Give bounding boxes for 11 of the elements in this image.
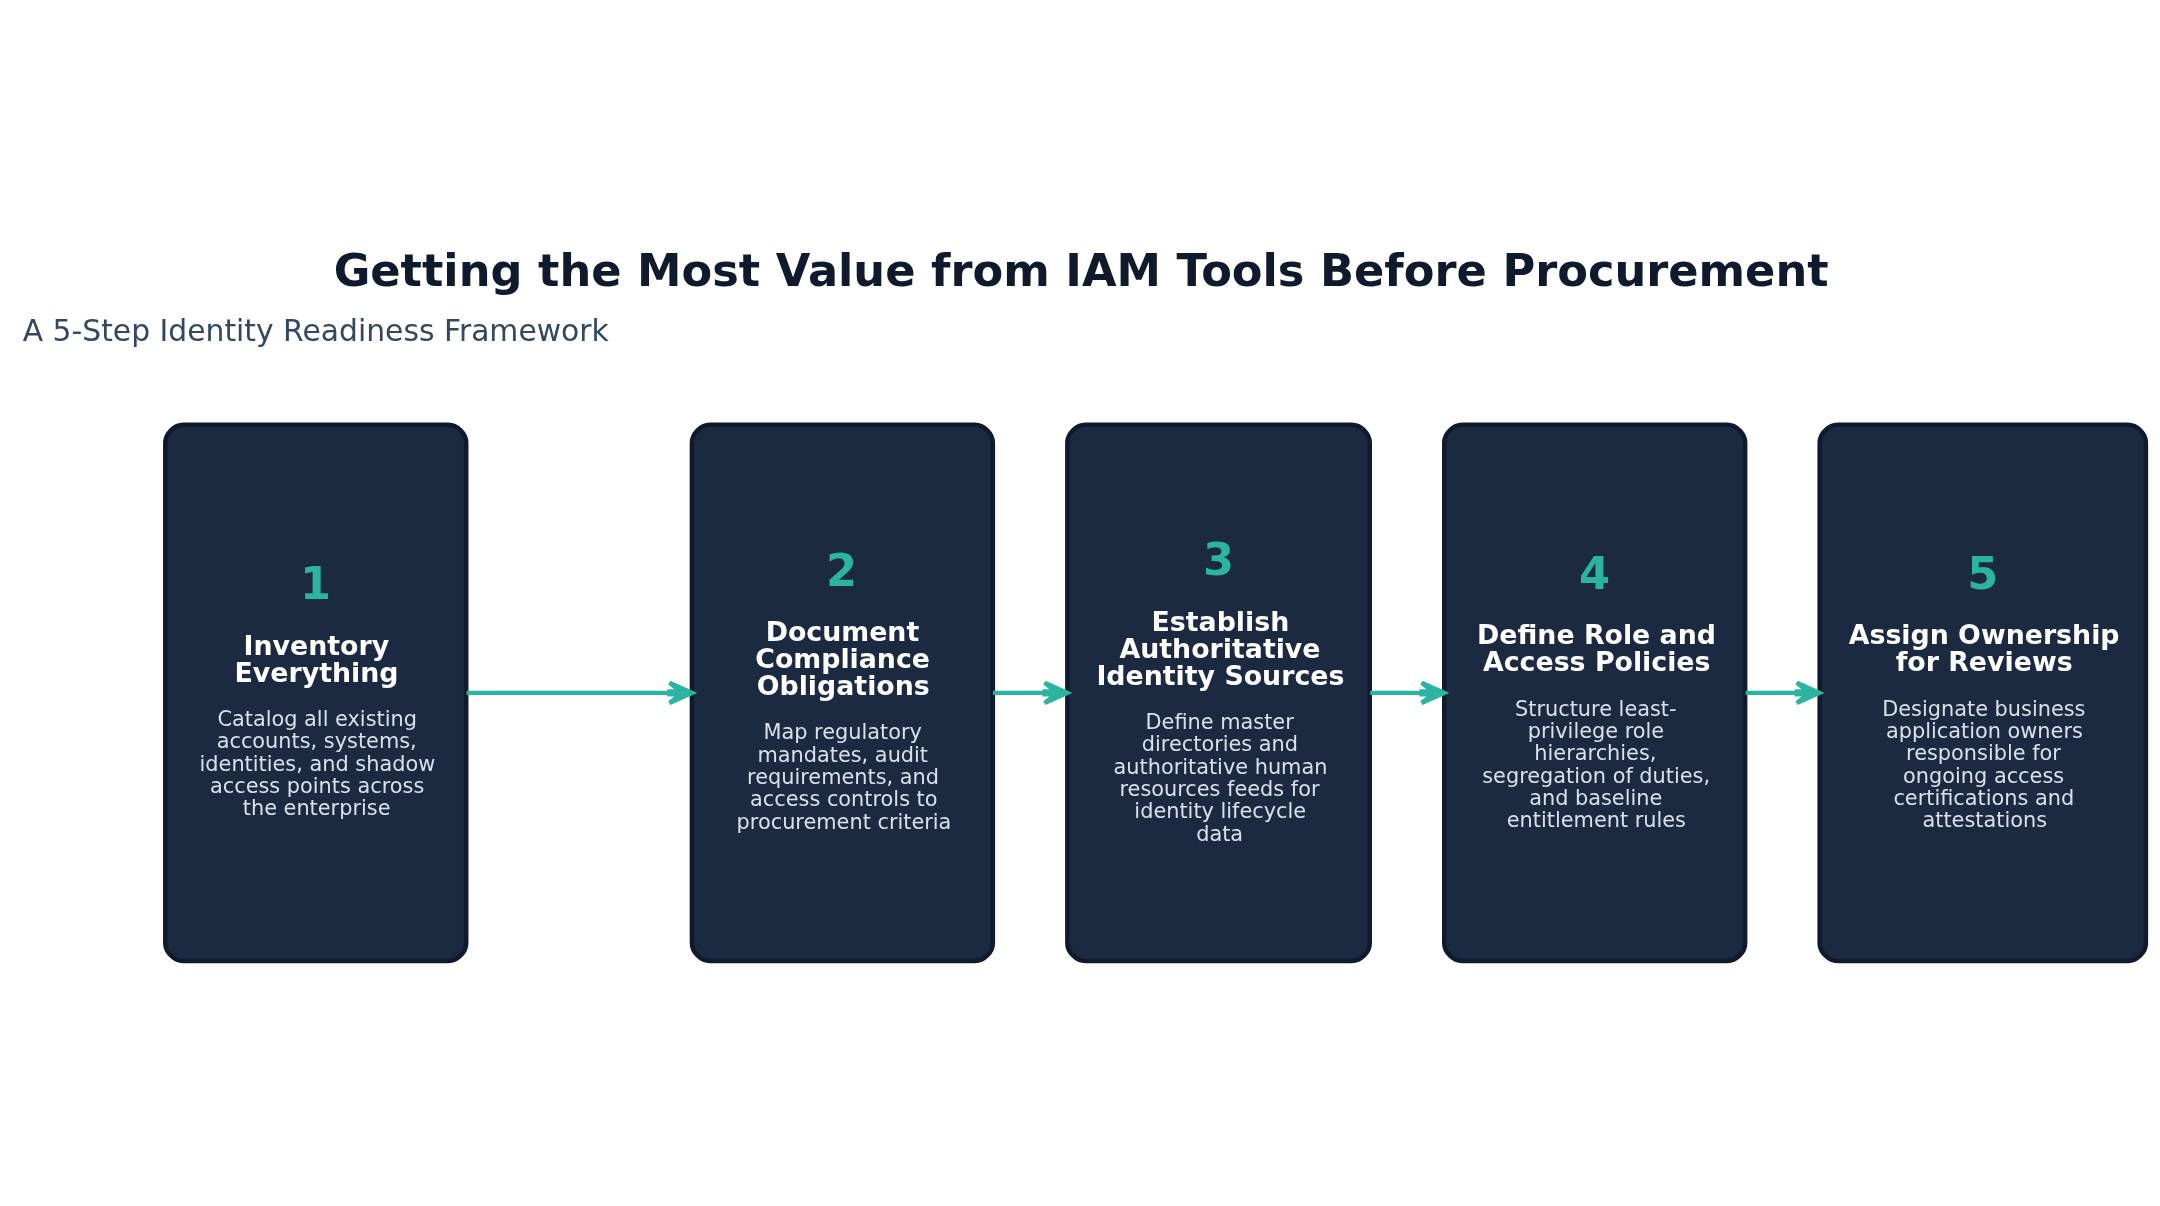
node-box: 1 Inventory Everything Catalog all existing accounts, systems, identities, and shadow access points across the enterprise	[163, 422, 469, 963]
node-box: 5 Assign Ownership for Reviews Designate business application owners responsible for ongoing access certifications and attestations	[1817, 422, 2149, 963]
arrow	[466, 680, 695, 705]
label: A 5-Step Identity Readiness Framework	[22, 312, 609, 348]
arrow	[1370, 680, 1447, 705]
arrow	[992, 680, 1070, 705]
diagram-title: Getting the Most Value from IAM Tools Before Procurement	[333, 244, 1829, 297]
node-box: 2 Document Compliance Obligations Map regulatory mandates, audit requirements, and access controls to procurement criteria	[689, 422, 996, 963]
node-box: 3 Establish Authoritative Identity Sources Define master directories and authoritative human resources feeds for identity lifecycle data	[1065, 422, 1372, 963]
node-box: 4 Define Role and Access Policies Structure least-privilege role hierarchies, segregation of duties, and baseline entitlement rules	[1442, 422, 1748, 963]
arrow	[1745, 680, 1822, 705]
